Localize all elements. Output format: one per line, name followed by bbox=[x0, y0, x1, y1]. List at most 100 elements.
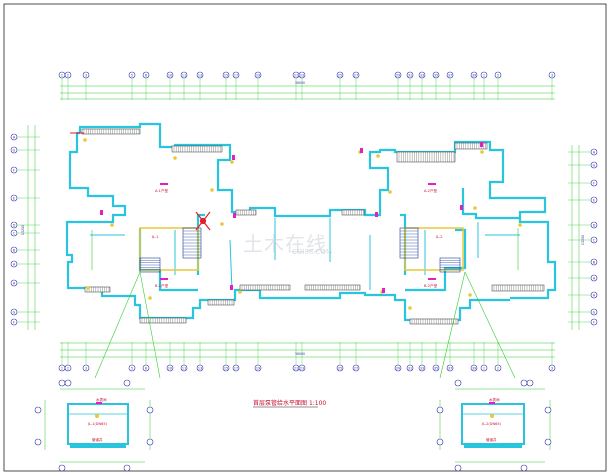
svg-text:3: 3 bbox=[85, 73, 87, 77]
 bbox=[454, 379, 462, 387]
fixture-dot bbox=[220, 222, 224, 226]
svg-text:19: 19 bbox=[256, 73, 260, 77]
window bbox=[409, 318, 459, 325]
grid-bubble-left: F bbox=[10, 166, 18, 174]
fixture-mark bbox=[230, 285, 233, 290]
svg-text:H: H bbox=[593, 293, 596, 297]
grid-bubble-top: 27 bbox=[352, 71, 360, 79]
svg-text:A: A bbox=[13, 262, 16, 266]
grid-bubble-left: C bbox=[10, 229, 18, 237]
 bbox=[123, 464, 131, 472]
svg-text:G: G bbox=[13, 148, 16, 152]
window bbox=[81, 128, 141, 135]
svg-text:F: F bbox=[593, 181, 595, 185]
dimension-total: 13200 bbox=[581, 235, 585, 245]
 bbox=[436, 438, 444, 446]
svg-text:37: 37 bbox=[448, 366, 452, 370]
fixture-mark bbox=[480, 142, 483, 147]
 bbox=[520, 464, 528, 472]
detail-right-top-label: 水表间 bbox=[489, 397, 500, 402]
grid-bubble-right: F bbox=[590, 318, 598, 326]
svg-text:23: 23 bbox=[300, 73, 304, 77]
svg-text:31: 31 bbox=[408, 73, 412, 77]
drawing-title: 首层泵管给水平面图 1:100 bbox=[253, 398, 326, 407]
svg-text:H: H bbox=[13, 281, 16, 285]
window bbox=[341, 209, 365, 216]
svg-text:35: 35 bbox=[434, 73, 438, 77]
svg-text:2: 2 bbox=[67, 366, 69, 370]
bottom-dimension-lines bbox=[60, 342, 555, 358]
svg-text:1: 1 bbox=[61, 366, 63, 370]
svg-text:8: 8 bbox=[145, 73, 147, 77]
grid-bubble-left: D bbox=[10, 221, 18, 229]
grid-bubble-left: E bbox=[10, 194, 18, 202]
grid-bubble-right: B bbox=[590, 258, 598, 266]
svg-text:33: 33 bbox=[420, 366, 424, 370]
dimension-total: 36000 bbox=[295, 81, 305, 85]
svg-text:2: 2 bbox=[497, 73, 499, 77]
fixture-mark bbox=[382, 288, 385, 293]
svg-text:15: 15 bbox=[224, 366, 228, 370]
svg-text:G: G bbox=[593, 310, 596, 314]
grid-bubble-top: 13 bbox=[196, 71, 204, 79]
 bbox=[436, 406, 444, 414]
watermark-logo: 土木在线 bbox=[243, 232, 327, 256]
grid-bubble-left: H bbox=[10, 133, 18, 141]
svg-text:A: A bbox=[593, 276, 596, 280]
svg-text:B: B bbox=[593, 260, 596, 264]
grid-bubble-top: 21 bbox=[292, 71, 300, 79]
grid-bubble-top: 29 bbox=[394, 71, 402, 79]
grid-bubble-bottom: 13 bbox=[196, 364, 204, 372]
svg-text:3: 3 bbox=[85, 366, 87, 370]
 bbox=[520, 379, 528, 387]
window bbox=[454, 142, 488, 150]
detail-plan-left: 水表间 JL-1(DN65) 管道井 bbox=[34, 379, 154, 472]
right-unit-walls bbox=[300, 140, 557, 322]
fixture-dot bbox=[468, 293, 472, 297]
grid-bubble-top: 10 bbox=[166, 71, 174, 79]
svg-text:21: 21 bbox=[294, 73, 298, 77]
watermark-url: COI88.COM bbox=[292, 248, 333, 256]
svg-text:H: H bbox=[13, 135, 16, 139]
grid-bubble-top: 39 bbox=[470, 71, 478, 79]
fixture-mark bbox=[233, 213, 236, 218]
grid-bubble-top: 35 bbox=[432, 71, 440, 79]
grid-bubble-left: G bbox=[10, 308, 18, 316]
window-bands bbox=[81, 128, 545, 325]
grid-bubble-bottom: 2 bbox=[64, 364, 72, 372]
fixtures bbox=[83, 138, 522, 310]
grid-bubble-right: H bbox=[590, 291, 598, 299]
grid-bubble-right: A bbox=[590, 274, 598, 282]
grid-bubble-top: 5 bbox=[128, 71, 136, 79]
svg-text:2: 2 bbox=[67, 73, 69, 77]
window bbox=[235, 209, 257, 216]
svg-text:35: 35 bbox=[434, 366, 438, 370]
grid-bubble-top: 3 bbox=[548, 71, 556, 79]
top-dimension-lines bbox=[60, 85, 555, 100]
svg-text:19: 19 bbox=[256, 366, 260, 370]
fixture-dot bbox=[473, 206, 477, 210]
 bbox=[34, 406, 42, 414]
drawing-title-text: 首层泵管给水平面图 bbox=[253, 400, 308, 407]
grid-bubble-left: B bbox=[10, 246, 18, 254]
grid-bubble-bottom: 10 bbox=[166, 364, 174, 372]
svg-text:29: 29 bbox=[396, 73, 400, 77]
svg-text:13: 13 bbox=[198, 366, 202, 370]
 bbox=[544, 406, 552, 414]
grid-bubble-top: 15 bbox=[222, 71, 230, 79]
side-dimension-lines bbox=[27, 125, 580, 330]
detail-left-top-label: 水表间 bbox=[96, 397, 107, 402]
grid-bubble-top: 2 bbox=[64, 71, 72, 79]
svg-text:5: 5 bbox=[131, 73, 133, 77]
window bbox=[171, 145, 223, 153]
svg-text:F: F bbox=[593, 320, 595, 324]
svg-text:25: 25 bbox=[338, 73, 342, 77]
svg-text:1: 1 bbox=[483, 366, 485, 370]
svg-text:13: 13 bbox=[198, 73, 202, 77]
fixture-mark bbox=[375, 212, 378, 217]
